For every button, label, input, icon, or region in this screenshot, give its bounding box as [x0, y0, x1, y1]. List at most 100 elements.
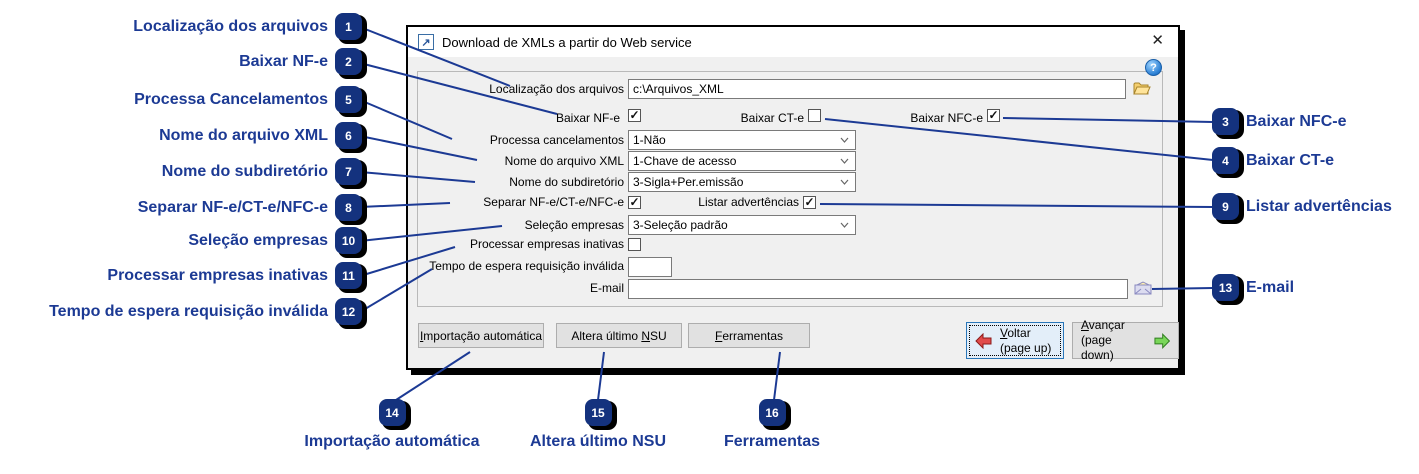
- annotation-badge-11: 11: [335, 262, 362, 289]
- button-sublabel: (page up): [1000, 340, 1052, 355]
- baixar-nfe-label: Baixar NF-e: [555, 111, 620, 125]
- window-title: Download de XMLs a partir do Web service: [442, 34, 692, 50]
- annotation-label: Localização dos arquivos: [133, 17, 328, 35]
- annotation-label: Baixar CT-e: [1246, 151, 1335, 169]
- folder-browse-icon[interactable]: [1133, 80, 1151, 99]
- annotation-label: Processar empresas inativas: [107, 266, 328, 284]
- button-label: V: [1000, 325, 1008, 340]
- annotation-badge-10: 10: [335, 227, 362, 254]
- annotation-processar-inativas: Processar empresas inativas 11: [0, 262, 362, 289]
- annotation-badge-6: 6: [335, 122, 362, 149]
- annotation-label: Importação automática: [304, 433, 480, 450]
- button-sublabel: (page down): [1081, 333, 1114, 362]
- annotation-badge-9: 9: [1212, 193, 1239, 220]
- close-icon[interactable]: ✕: [1151, 32, 1164, 49]
- ferramentas-button[interactable]: Ferramentas: [688, 323, 810, 348]
- annotation-badge-12: 12: [335, 298, 362, 325]
- annotation-label: Nome do arquivo XML: [159, 126, 328, 144]
- annotation-label: Separar NF-e/CT-e/NFC-e: [137, 198, 328, 216]
- localizacao-input[interactable]: [628, 79, 1126, 99]
- tempo-espera-label: Tempo de espera requisição inválida: [429, 259, 624, 273]
- title-bar[interactable]: ↗ Download de XMLs a partir do Web servi…: [408, 27, 1178, 57]
- baixar-nfe-checkbox[interactable]: ✓: [628, 108, 641, 122]
- annotation-email: 13 E-mail: [1212, 274, 1419, 301]
- nome-arquivo-xml-label: Nome do arquivo XML: [504, 154, 624, 168]
- email-label: E-mail: [589, 281, 624, 295]
- dialog-window: ↗ Download de XMLs a partir do Web servi…: [406, 25, 1180, 370]
- annotation-processa-cancelamentos: Processa Cancelamentos 5: [0, 86, 362, 113]
- listar-advertencias-label: Listar advertências: [698, 195, 799, 209]
- button-label: I: [419, 328, 424, 343]
- selecao-empresas-select[interactable]: 3-Seleção padrão: [628, 215, 856, 235]
- annotation-badge-7: 7: [335, 158, 362, 185]
- annotation-label: Processa Cancelamentos: [134, 90, 328, 108]
- annotation-nome-subdiretorio: Nome do subdiretório 7: [0, 158, 362, 185]
- selected-value: 1-Chave de acesso: [633, 154, 737, 168]
- arrow-right-icon: [1154, 332, 1170, 349]
- annotation-label: Seleção empresas: [188, 231, 328, 249]
- separar-label: Separar NF-e/CT-e/NFC-e: [483, 195, 624, 209]
- chevron-down-icon: [840, 179, 849, 185]
- app-icon: ↗: [418, 34, 434, 50]
- annotation-listar-advertencias: 9 Listar advertências: [1212, 193, 1419, 220]
- chevron-down-icon: [840, 158, 849, 164]
- processa-cancelamentos-label: Processa cancelamentos: [489, 133, 624, 147]
- button-label: F: [714, 328, 723, 343]
- annotation-separar: Separar NF-e/CT-e/NFC-e 8: [0, 194, 362, 221]
- processar-inativas-label: Processar empresas inativas: [469, 237, 624, 251]
- listar-advertencias-checkbox[interactable]: ✓: [803, 195, 816, 209]
- annotation-badge-8: 8: [335, 194, 362, 221]
- processa-cancelamentos-select[interactable]: 1-Não: [628, 130, 856, 150]
- annotation-label: E-mail: [1246, 278, 1295, 296]
- annotation-label: Ferramentas: [723, 433, 821, 450]
- annotation-badge-2: 2: [335, 48, 362, 75]
- annotation-localizacao: Localização dos arquivos 1: [0, 13, 362, 40]
- selected-value: 3-Sigla+Per.emissão: [633, 175, 744, 189]
- arrow-left-icon: [975, 332, 992, 349]
- annotation-badge-15: 15: [584, 399, 612, 426]
- annotation-badge-16: 16: [758, 399, 786, 426]
- annotation-label: Listar advertências: [1246, 197, 1392, 215]
- nome-arquivo-xml-select[interactable]: 1-Chave de acesso: [628, 151, 856, 171]
- help-icon[interactable]: ?: [1145, 59, 1162, 76]
- separar-checkbox[interactable]: ✓: [628, 195, 641, 209]
- annotation-badge-13: 13: [1212, 274, 1239, 301]
- baixar-cte-checkbox[interactable]: [808, 109, 821, 122]
- importacao-automatica-button[interactable]: Importação automática: [418, 323, 544, 348]
- processar-inativas-checkbox[interactable]: [628, 238, 641, 251]
- annotation-tempo-espera: Tempo de espera requisição inválida 12: [0, 298, 362, 325]
- localizacao-label: Localização dos arquivos: [489, 82, 624, 96]
- annotation-label: Altera último NSU: [529, 433, 666, 450]
- annotation-label: Tempo de espera requisição inválida: [49, 302, 328, 320]
- altera-ultimo-nsu-button[interactable]: Altera último NSU: [556, 323, 682, 348]
- annotation-selecao-empresas: Seleção empresas 10: [0, 227, 362, 254]
- annotation-badge-4: 4: [1212, 147, 1239, 174]
- selected-value: 3-Seleção padrão: [633, 218, 728, 232]
- annotation-badge-1: 1: [335, 13, 362, 40]
- button-label: A: [1081, 318, 1089, 332]
- annotation-label: Baixar NFC-e: [1246, 112, 1347, 130]
- baixar-nfce-checkbox[interactable]: ✓: [987, 108, 1000, 122]
- annotation-baixar-cte: 4 Baixar CT-e: [1212, 147, 1419, 174]
- baixar-cte-label: Baixar CT-e: [740, 111, 804, 125]
- avancar-button[interactable]: Avançar(page down): [1072, 318, 1179, 362]
- annotation-nome-arquivo-xml: Nome do arquivo XML 6: [0, 122, 362, 149]
- chevron-down-icon: [840, 137, 849, 143]
- email-envelope-icon[interactable]: [1134, 281, 1152, 298]
- annotation-badge-5: 5: [335, 86, 362, 113]
- nome-subdiretorio-select[interactable]: 3-Sigla+Per.emissão: [628, 172, 856, 192]
- tempo-espera-input[interactable]: [628, 257, 672, 277]
- voltar-button[interactable]: Voltar(page up): [966, 322, 1064, 359]
- email-input[interactable]: [628, 279, 1128, 299]
- annotation-badge-14: 14: [378, 399, 406, 426]
- annotation-label: Baixar NF-e: [239, 52, 328, 70]
- nome-subdiretorio-label: Nome do subdiretório: [509, 175, 624, 189]
- selected-value: 1-Não: [633, 133, 666, 147]
- dialog-body: ? Localização dos arquivos Baixar NF-e ✓…: [408, 57, 1179, 370]
- baixar-nfce-label: Baixar NFC-e: [910, 111, 983, 125]
- annotation-label: Nome do subdiretório: [161, 162, 328, 180]
